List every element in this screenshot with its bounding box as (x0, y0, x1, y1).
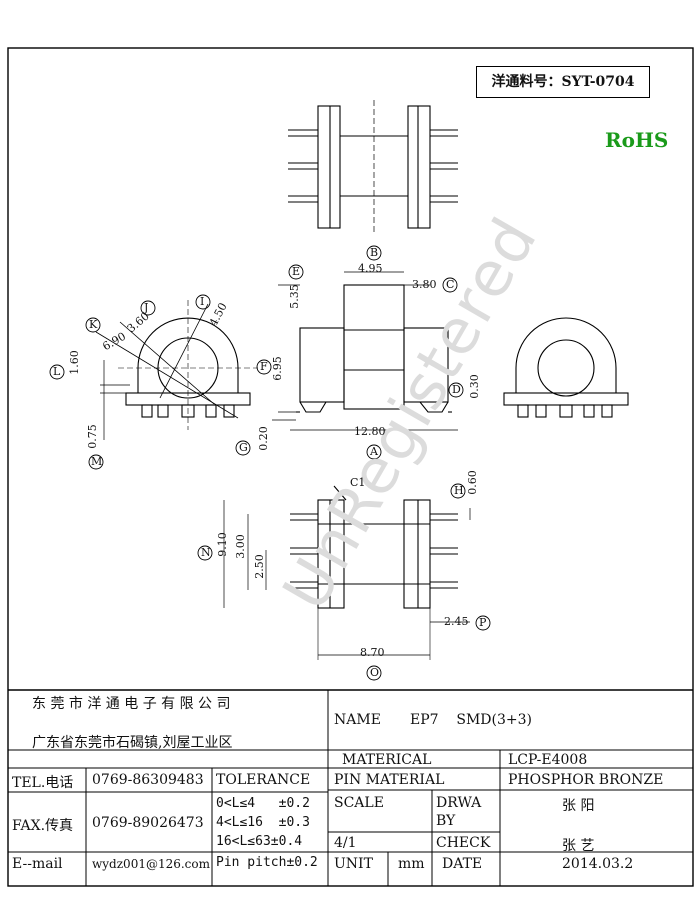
check-value: 张 艺 (562, 838, 595, 854)
dim-3: 3.00 (233, 534, 247, 559)
scale-value: 4/1 (334, 835, 357, 851)
dim-m: 0.75 (85, 424, 99, 449)
tolerance-label: TOLERANCE (216, 772, 311, 788)
title-block-grid (8, 690, 693, 886)
callout-c: C (446, 278, 455, 291)
check-label: CHECK (436, 835, 491, 851)
callout-b: B (370, 246, 379, 259)
tolerance-row-4: Pin pitch±0.2 (216, 855, 318, 870)
callout-e: E (292, 265, 301, 278)
callout-o: O (370, 666, 380, 679)
tolerance-row-3: 16<L≤63±0.4 (216, 834, 303, 849)
unit-label: UNIT (334, 856, 373, 872)
drawn-label: DRWA (436, 795, 482, 811)
scale-label: SCALE (334, 795, 384, 811)
dim-g: 0.20 (256, 426, 270, 451)
callout-h: H (454, 484, 464, 497)
pin-material-value: PHOSPHOR BRONZE (508, 772, 664, 788)
callout-n: N (201, 546, 211, 559)
drawn-value: 张 阳 (562, 798, 595, 814)
dim-2-5: 2.50 (252, 554, 266, 579)
callout-j: J (144, 301, 149, 314)
dim-l: 1.60 (67, 350, 81, 375)
tel-value: 0769-86309483 (92, 772, 204, 788)
material-value: LCP-E4008 (508, 752, 588, 768)
top-view (288, 100, 458, 232)
callout-k: K (89, 318, 98, 331)
rohs-mark: RoHS (605, 128, 669, 152)
dim-n: 9.10 (215, 532, 229, 557)
tolerance-row-2: 4<L≤16 ±0.3 (216, 815, 310, 830)
dim-f: 6.95 (270, 356, 284, 381)
bottom-view (223, 485, 471, 660)
dim-c: 3.80 (412, 278, 437, 291)
company-name: 东 莞 市 洋 通 电 子 有 限 公 司 (32, 696, 231, 712)
dim-p: 2.45 (444, 615, 469, 628)
dim-e: 5.35 (287, 284, 301, 309)
fax-value: 0769-89026473 (92, 815, 204, 831)
dim-d: 0.30 (467, 374, 481, 399)
name-value: EP7 SMD(3+3) (410, 712, 532, 728)
dim-c1: C1 (350, 476, 366, 489)
drawn-label-by: BY (436, 813, 456, 829)
callout-m: M (91, 455, 103, 468)
unit-value: mm (398, 856, 425, 872)
pin-material-label: PIN MATERIAL (334, 772, 445, 788)
dim-a: 12.80 (354, 425, 386, 438)
dim-b: 4.95 (358, 262, 383, 275)
email-value: wydz001@126.com (92, 857, 211, 871)
callout-a: A (370, 445, 378, 458)
right-end-view (503, 317, 629, 418)
material-label: MATERICAL (342, 752, 432, 768)
company-address: 广东省东莞市石碣镇,刘屋工业区 (32, 735, 233, 751)
date-label: DATE (442, 856, 483, 872)
sheet-border (7, 47, 694, 887)
callout-circles (49, 245, 491, 681)
email-label: E--mail (12, 856, 63, 872)
callout-f: F (260, 360, 268, 373)
part-number-box: 洋通料号：SYT-0704 (476, 66, 650, 98)
date-value: 2014.03.2 (562, 856, 634, 872)
tolerance-row-1: 0<L≤4 ±0.2 (216, 796, 310, 811)
name-label: NAME (334, 712, 381, 728)
callout-p: P (479, 616, 487, 629)
tel-label: TEL.电话 (12, 775, 74, 791)
callout-l: L (53, 365, 61, 378)
fax-label: FAX.传真 (12, 818, 74, 834)
dim-h: 0.60 (465, 470, 479, 495)
front-view (272, 271, 458, 431)
left-end-view (95, 300, 258, 440)
dim-o: 8.70 (360, 646, 385, 659)
callout-i: I (200, 295, 205, 308)
callout-g: G (239, 441, 248, 454)
callout-d: D (452, 383, 461, 396)
